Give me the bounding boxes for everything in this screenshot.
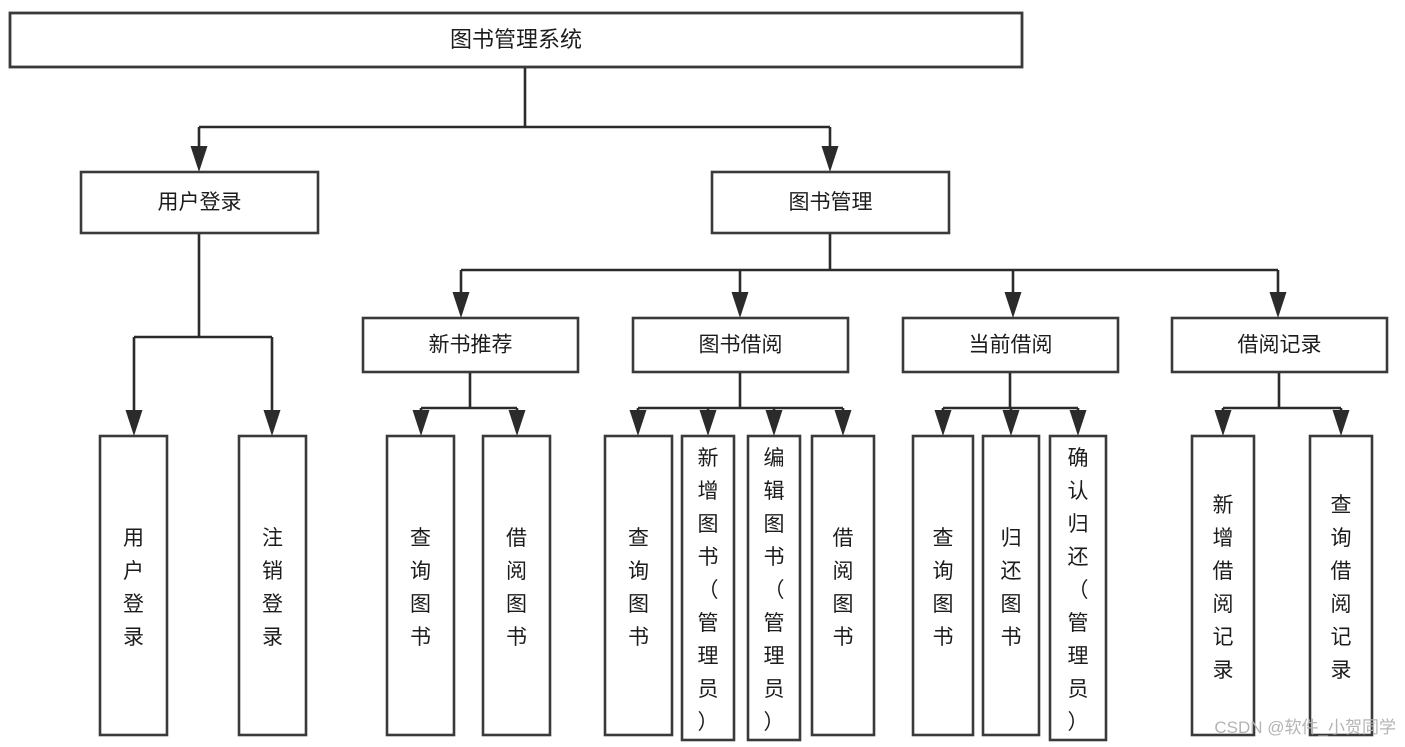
node-label-leaf-user-login: 用户登录 (123, 527, 144, 649)
node-box-leaf-add-book-admin[interactable] (680, 434, 736, 742)
node-label-current-borrow: 当前借阅 (969, 334, 1053, 357)
node-leaf-borrow-book[interactable]: 借阅图书 (810, 434, 876, 737)
node-leaf-query-book-borrow[interactable]: 查询图书 (603, 434, 674, 737)
node-box-leaf-logout-login[interactable] (237, 434, 308, 737)
current-borrow-arrow-icon-1 (1002, 410, 1020, 436)
node-label-new-book-recommend: 新书推荐 (429, 334, 513, 357)
node-box-user-login[interactable] (79, 170, 320, 235)
book-borrow-arrow-icon-1 (699, 410, 717, 436)
node-box-leaf-query-borrow-record[interactable] (1308, 434, 1374, 737)
node-leaf-logout-login[interactable]: 注销登录 (237, 434, 308, 737)
node-leaf-add-book-admin[interactable]: 新增图书（管理员） (680, 434, 736, 742)
csdn-watermark: CSDN @软件_小贺同学 (1214, 718, 1396, 737)
book-manage-arrow-icon-0 (452, 292, 470, 318)
node-label-leaf-return-book: 归还图书 (1001, 527, 1022, 649)
node-box-root[interactable] (8, 11, 1024, 69)
node-label-user-login: 用户登录 (158, 191, 242, 214)
node-label-leaf-confirm-return-admin: 确认归还（管理员） (1068, 447, 1089, 734)
node-box-current-borrow[interactable] (901, 316, 1120, 374)
root-arrow-icon-1 (821, 146, 839, 172)
node-box-borrow-record[interactable] (1170, 316, 1389, 374)
node-label-leaf-add-book-admin: 新增图书（管理员） (698, 447, 719, 734)
user-login-arrow-icon-0 (125, 410, 143, 436)
node-book-manage[interactable]: 图书管理 (710, 170, 951, 235)
node-new-book-recommend[interactable]: 新书推荐 (361, 316, 580, 374)
node-leaf-query-book-rec[interactable]: 查询图书 (385, 434, 456, 737)
book-borrow-arrow-icon-0 (629, 410, 647, 436)
node-box-leaf-add-borrow-record[interactable] (1190, 434, 1256, 737)
borrow-record-arrow-icon-1 (1332, 410, 1350, 436)
node-box-leaf-query-book-rec[interactable] (385, 434, 456, 737)
connector-layer (125, 67, 1350, 436)
node-borrow-record[interactable]: 借阅记录 (1170, 316, 1389, 374)
node-leaf-edit-book-admin[interactable]: 编辑图书（管理员） (746, 434, 802, 742)
node-leaf-user-login[interactable]: 用户登录 (98, 434, 169, 737)
node-label-leaf-add-borrow-record: 新增借阅记录 (1213, 494, 1234, 682)
node-leaf-borrow-book-rec[interactable]: 借阅图书 (481, 434, 552, 737)
new-book-recommend-arrow-icon-0 (412, 410, 430, 436)
node-label-book-manage: 图书管理 (789, 191, 873, 214)
node-label-leaf-borrow-book-rec: 借阅图书 (506, 527, 527, 649)
node-box-leaf-query-book-borrow[interactable] (603, 434, 674, 737)
node-box-leaf-user-login[interactable] (98, 434, 169, 737)
node-label-leaf-logout-login: 注销登录 (262, 527, 283, 649)
node-box-new-book-recommend[interactable] (361, 316, 580, 374)
node-label-leaf-borrow-book: 借阅图书 (833, 527, 854, 649)
node-current-borrow[interactable]: 当前借阅 (901, 316, 1120, 374)
node-box-leaf-edit-book-admin[interactable] (746, 434, 802, 742)
node-book-borrow[interactable]: 图书借阅 (631, 316, 850, 374)
current-borrow-arrow-icon-2 (1069, 410, 1087, 436)
node-root[interactable]: 图书管理系统 (8, 11, 1024, 69)
node-box-book-manage[interactable] (710, 170, 951, 235)
node-label-book-borrow: 图书借阅 (699, 334, 783, 357)
user-login-arrow-icon-1 (263, 410, 281, 436)
new-book-recommend-arrow-icon-1 (508, 410, 526, 436)
node-layer: 图书管理系统用户登录图书管理新书推荐图书借阅当前借阅借阅记录用户登录注销登录查询… (8, 11, 1389, 742)
node-leaf-confirm-return-admin[interactable]: 确认归还（管理员） (1048, 434, 1108, 742)
node-box-leaf-return-book[interactable] (981, 434, 1041, 737)
root-arrow-icon-0 (190, 146, 208, 172)
book-borrow-arrow-icon-3 (834, 410, 852, 436)
book-manage-arrow-icon-2 (1004, 292, 1022, 318)
node-box-leaf-borrow-book[interactable] (810, 434, 876, 737)
node-label-borrow-record: 借阅记录 (1238, 334, 1322, 357)
node-label-leaf-query-borrow-record: 查询借阅记录 (1331, 494, 1352, 682)
node-label-leaf-query-book-cur: 查询图书 (933, 527, 954, 649)
node-label-root: 图书管理系统 (450, 27, 582, 52)
node-label-leaf-query-book-borrow: 查询图书 (628, 527, 649, 649)
node-leaf-add-borrow-record[interactable]: 新增借阅记录 (1190, 434, 1256, 737)
node-label-leaf-query-book-rec: 查询图书 (410, 527, 431, 649)
node-box-book-borrow[interactable] (631, 316, 850, 374)
node-leaf-query-book-cur[interactable]: 查询图书 (911, 434, 975, 737)
node-label-leaf-edit-book-admin: 编辑图书（管理员） (764, 447, 785, 734)
current-borrow-arrow-icon-0 (934, 410, 952, 436)
book-manage-arrow-icon-1 (731, 292, 749, 318)
node-box-leaf-borrow-book-rec[interactable] (481, 434, 552, 737)
book-manage-arrow-icon-3 (1269, 292, 1287, 318)
node-user-login[interactable]: 用户登录 (79, 170, 320, 235)
node-box-leaf-confirm-return-admin[interactable] (1048, 434, 1108, 742)
node-leaf-return-book[interactable]: 归还图书 (981, 434, 1041, 737)
book-borrow-arrow-icon-2 (765, 410, 783, 436)
borrow-record-arrow-icon-0 (1214, 410, 1232, 436)
node-leaf-query-borrow-record[interactable]: 查询借阅记录 (1308, 434, 1374, 737)
node-box-leaf-query-book-cur[interactable] (911, 434, 975, 737)
